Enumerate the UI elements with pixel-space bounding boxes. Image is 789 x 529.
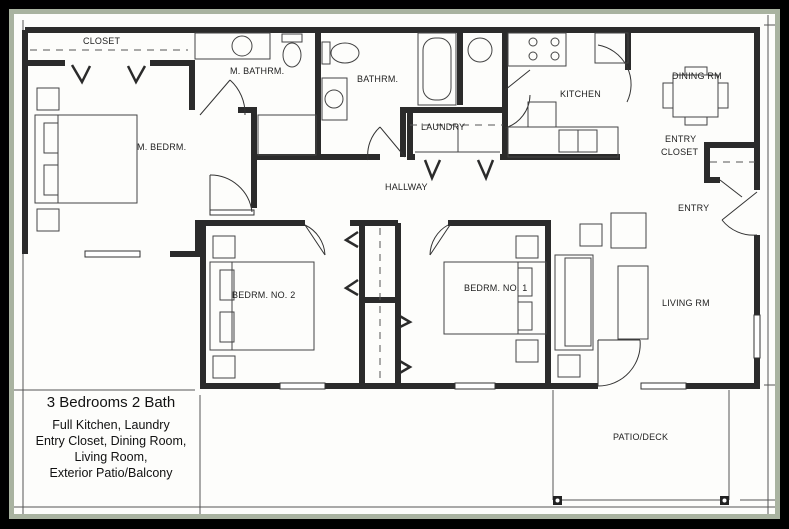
plan-caption: 3 Bedrooms 2 Bath Full Kitchen, Laundry … [24,394,198,481]
label-master-bath: M. BATHRM. [230,66,284,76]
floor-plan-sheet [14,14,775,514]
label-dining: DINING RM [672,71,722,81]
guide-lines [14,15,775,514]
label-closet: CLOSET [83,36,121,46]
furniture [34,32,729,379]
label-patio: PATIO/DECK [613,432,668,442]
label-master-bedroom: M. BEDRM. [137,142,186,152]
caption-line: Living Room, [74,450,148,464]
label-laundry: LAUNDRY [421,122,465,132]
label-kitchen: KITCHEN [560,89,601,99]
caption-line: Full Kitchen, Laundry [52,418,170,432]
label-entry: ENTRY [678,203,709,213]
caption-line: Entry Closet, Dining Room, [35,434,187,448]
caption-title: 3 Bedrooms 2 Bath [46,394,176,411]
label-entry-closet-1: ENTRY [665,134,696,144]
walls [22,27,760,389]
label-bath: BATHRM. [357,74,398,84]
label-bedroom-2: BEDRM. NO. 2 [232,290,295,300]
caption-line: Exterior Patio/Balcony [49,466,173,480]
label-hallway: HALLWAY [385,182,428,192]
label-bedroom-1: BEDRM. NO. 1 [464,283,527,293]
label-living: LIVING RM [662,298,710,308]
room-labels: CLOSET M. BATHRM. BATHRM. LAUNDRY KITCHE… [83,36,722,442]
windows [84,209,761,390]
label-entry-closet-2: CLOSET [661,147,699,157]
bifold-doors [70,64,495,376]
patio-posts [553,496,729,505]
closet-rods [30,49,755,380]
